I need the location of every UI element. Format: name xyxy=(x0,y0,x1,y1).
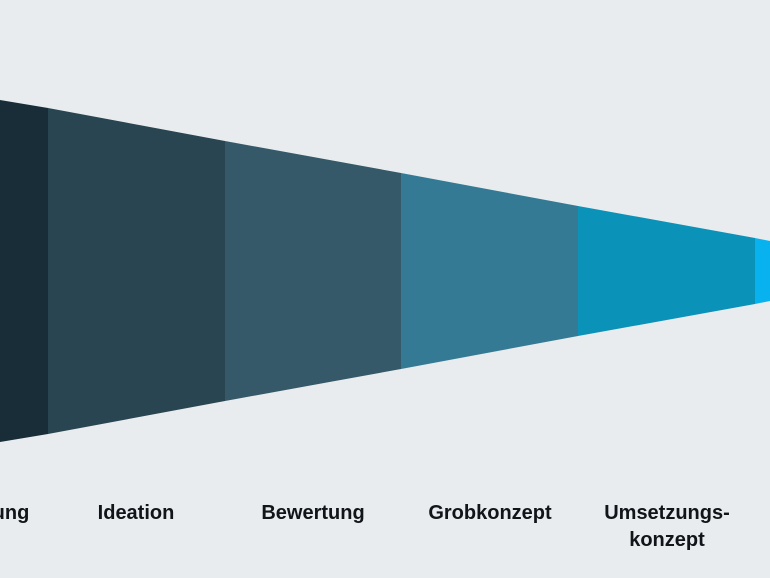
funnel-stage-1 xyxy=(0,100,48,442)
funnel-stage-2 xyxy=(48,108,225,434)
funnel-stage-5 xyxy=(578,206,755,336)
stage-label-3: Bewertung xyxy=(261,502,365,524)
funnel-stage-3 xyxy=(225,141,401,401)
funnel-stage-6 xyxy=(755,238,770,304)
stage-label-2: Ideation xyxy=(97,502,175,524)
stage-label-1: ung xyxy=(0,502,30,524)
stage-label-4: Grobkonzept xyxy=(428,502,552,524)
funnel-stage-4 xyxy=(401,173,578,369)
stage-label-5: Umsetzungs- konzept xyxy=(604,502,730,551)
